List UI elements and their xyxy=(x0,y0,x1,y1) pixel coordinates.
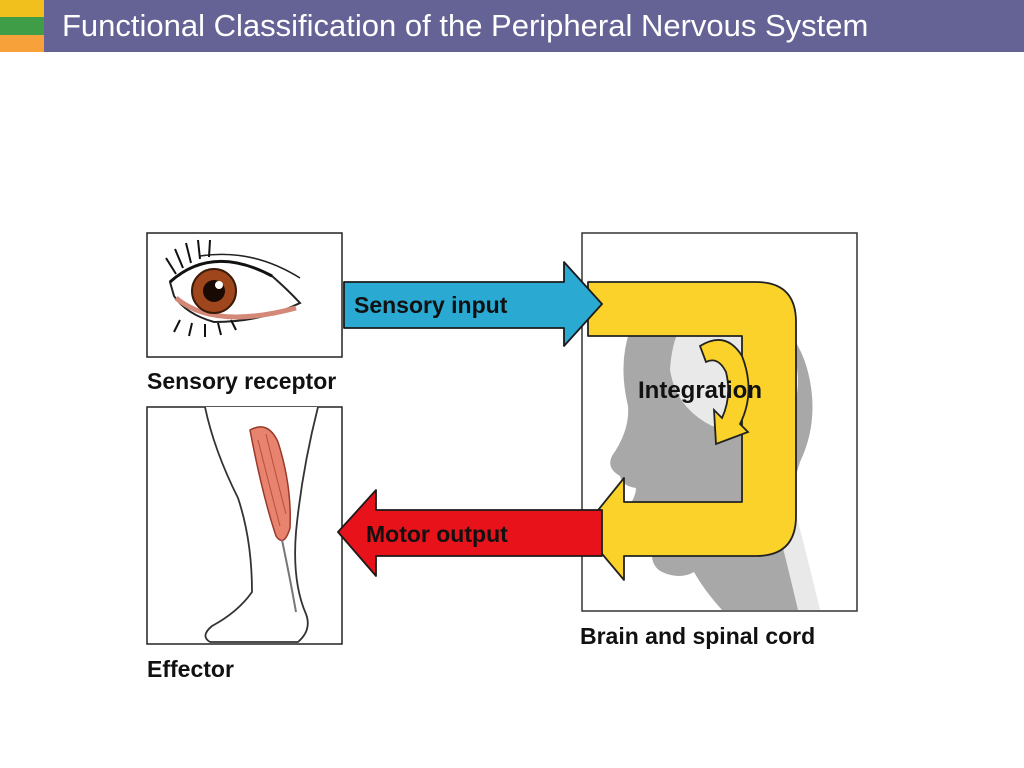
accent-chip-yellow xyxy=(0,0,44,17)
sensory-receptor-panel xyxy=(146,232,343,358)
sensory-input-label: Sensory input xyxy=(354,292,508,318)
integration-loop xyxy=(581,281,797,581)
effector-panel xyxy=(146,406,343,645)
effector-label: Effector xyxy=(147,656,234,682)
motor-output-label: Motor output xyxy=(366,521,508,547)
accent-chip-orange xyxy=(0,35,44,52)
accent-chip-green xyxy=(0,17,44,35)
sensory-receptor-label: Sensory receptor xyxy=(147,368,336,394)
eye-icon xyxy=(165,239,302,337)
leg-muscle-icon xyxy=(204,406,319,643)
motor-output-arrow xyxy=(337,489,603,577)
sensory-input-arrow xyxy=(343,261,603,347)
brain-spinal-cord-label: Brain and spinal cord xyxy=(580,623,815,649)
title-bar: Functional Classification of the Periphe… xyxy=(0,0,1024,52)
integration-label: Integration xyxy=(638,377,762,404)
slide-title: Functional Classification of the Periphe… xyxy=(62,8,869,43)
